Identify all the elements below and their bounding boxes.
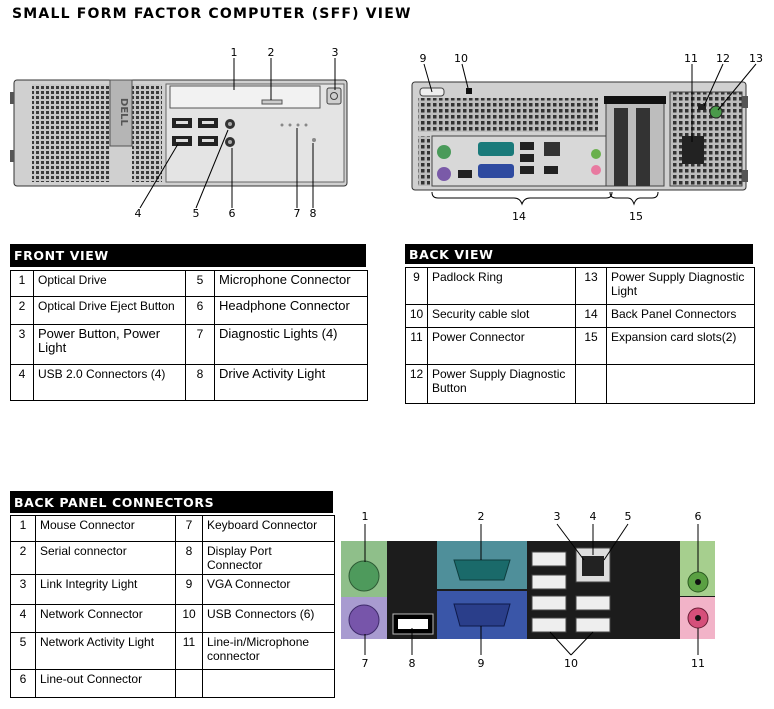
panel-callout-9: 9 bbox=[477, 657, 485, 670]
callout-9: 9 bbox=[419, 52, 427, 65]
item-label: Padlock Ring bbox=[427, 267, 576, 305]
callout-5: 5 bbox=[192, 207, 200, 220]
item-number: 3 bbox=[10, 324, 34, 365]
item-label: USB 2.0 Connectors (4) bbox=[33, 364, 186, 401]
item-number: 4 bbox=[10, 604, 36, 633]
callout-4: 4 bbox=[134, 207, 142, 220]
back-view-table: 9 Padlock Ring 13 Power Supply Diagnosti… bbox=[405, 267, 755, 404]
item-label: Headphone Connector bbox=[214, 296, 368, 325]
item-label: Power Button, Power Light bbox=[33, 324, 186, 365]
item-number: 9 bbox=[175, 574, 203, 605]
callout-10: 10 bbox=[454, 52, 468, 65]
item-label bbox=[202, 669, 335, 698]
item-number: 5 bbox=[10, 632, 36, 670]
callout-8: 8 bbox=[309, 207, 317, 220]
item-label: Drive Activity Light bbox=[214, 364, 368, 401]
item-label: USB Connectors (6) bbox=[202, 604, 335, 633]
item-label: Power Supply Diagnostic Button bbox=[427, 364, 576, 404]
item-number: 8 bbox=[185, 364, 215, 401]
back-view-heading: BACK VIEW bbox=[405, 244, 753, 264]
panel-callout-1: 1 bbox=[361, 510, 369, 523]
item-number: 15 bbox=[575, 327, 607, 365]
callout-15: 15 bbox=[629, 210, 643, 223]
item-label: Network Activity Light bbox=[35, 632, 176, 670]
item-number: 11 bbox=[175, 632, 203, 670]
item-label: Microphone Connector bbox=[214, 270, 368, 297]
panel-callout-5: 5 bbox=[624, 510, 632, 523]
item-label: VGA Connector bbox=[202, 574, 335, 605]
panel-callout-4: 4 bbox=[589, 510, 597, 523]
item-number: 2 bbox=[10, 541, 36, 575]
callout-3: 3 bbox=[331, 46, 339, 59]
item-number: 14 bbox=[575, 304, 607, 328]
front-view-heading: FRONT VIEW bbox=[10, 244, 366, 267]
item-label: Line-in/Microphone connector bbox=[202, 632, 335, 670]
item-label: Link Integrity Light bbox=[35, 574, 176, 605]
brand-logo: DELL bbox=[118, 98, 129, 127]
item-number bbox=[575, 364, 607, 404]
item-label: Power Supply Diagnostic Light bbox=[606, 267, 755, 305]
callout-14: 14 bbox=[512, 210, 526, 223]
item-label: Display Port Connector bbox=[202, 541, 335, 575]
item-number: 3 bbox=[10, 574, 36, 605]
item-label: Power Connector bbox=[427, 327, 576, 365]
panel-callout-7: 7 bbox=[361, 657, 369, 670]
callout-6: 6 bbox=[228, 207, 236, 220]
callout-1: 1 bbox=[230, 46, 238, 59]
item-number: 13 bbox=[575, 267, 607, 305]
item-number: 6 bbox=[10, 669, 36, 698]
front-view-table: 1 Optical Drive 5 Microphone Connector 2… bbox=[10, 270, 368, 401]
item-number: 1 bbox=[10, 270, 34, 297]
item-label: Back Panel Connectors bbox=[606, 304, 755, 328]
panel-callout-2: 2 bbox=[477, 510, 485, 523]
callout-7: 7 bbox=[293, 207, 301, 220]
item-label bbox=[606, 364, 755, 404]
item-label: Network Connector bbox=[35, 604, 176, 633]
callout-11: 11 bbox=[684, 52, 698, 65]
item-label: Optical Drive Eject Button bbox=[33, 296, 186, 325]
page-title: SMALL FORM FACTOR COMPUTER (SFF) VIEW bbox=[12, 6, 412, 22]
panel-callout-10: 10 bbox=[564, 657, 578, 670]
panel-callout-8: 8 bbox=[408, 657, 416, 670]
item-number: 8 bbox=[175, 541, 203, 575]
panel-callout-3: 3 bbox=[553, 510, 561, 523]
callout-13: 13 bbox=[749, 52, 763, 65]
back-panel-table: 1 Mouse Connector 7 Keyboard Connector 2… bbox=[10, 515, 335, 698]
item-number: 7 bbox=[185, 324, 215, 365]
back-panel-heading: BACK PANEL CONNECTORS bbox=[10, 491, 333, 513]
item-label: Line-out Connector bbox=[35, 669, 176, 698]
panel-callout-6: 6 bbox=[694, 510, 702, 523]
item-label: Expansion card slots(2) bbox=[606, 327, 755, 365]
panel-callout-11: 11 bbox=[691, 657, 705, 670]
callout-2: 2 bbox=[267, 46, 275, 59]
callout-12: 12 bbox=[716, 52, 730, 65]
